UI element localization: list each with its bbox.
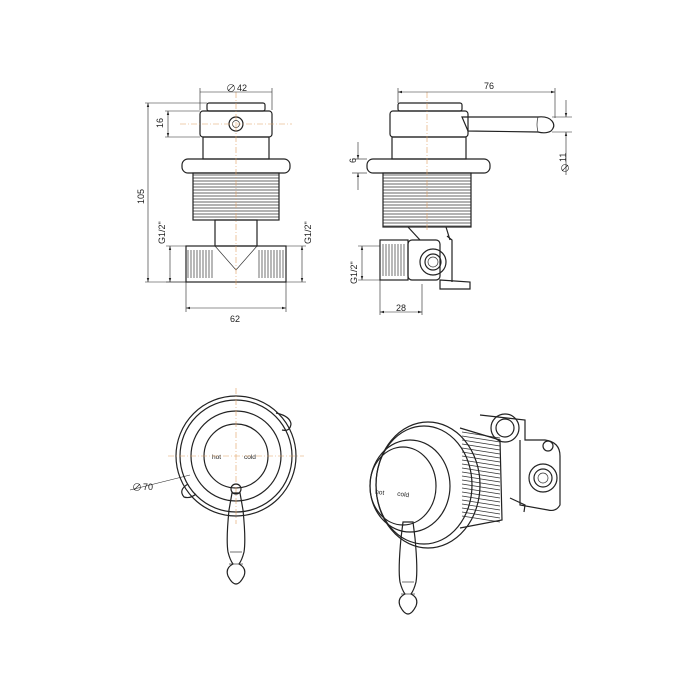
thread-line [461, 475, 501, 483]
thread-line [461, 435, 501, 443]
thread-line [461, 487, 501, 495]
front-elevation-view: 42 16 105 G1/2" G1/2" 62 [136, 83, 313, 324]
dim-cap-height: 16 [155, 118, 165, 128]
thread-line [461, 511, 501, 519]
dim-thread-side: G1/2" [349, 261, 359, 284]
dim-body-depth: 28 [396, 303, 406, 313]
dim-lever-diameter: 11 [558, 153, 568, 162]
thread-line [461, 499, 501, 507]
label-cold-front: cold [244, 454, 256, 461]
lever-front [226, 492, 246, 585]
label-hot-iso: hot [375, 489, 385, 497]
thread-line [461, 491, 501, 499]
thread-line [461, 447, 501, 455]
thread-line [461, 439, 501, 447]
thread-line [461, 467, 501, 475]
top-port [490, 413, 520, 443]
dim-flange-thickness: 6 [348, 158, 358, 163]
isometric-view: hot cold [369, 413, 561, 615]
dim-total-height: 105 [136, 189, 146, 204]
lever-side [461, 116, 555, 134]
side-port-iso [528, 463, 558, 493]
thread-line [461, 471, 501, 479]
side-elevation-view: 76 6 11 G1/2" 28 [348, 81, 572, 315]
side-port [419, 248, 447, 276]
thread-line [461, 479, 501, 487]
label-cold-iso: cold [397, 491, 410, 500]
thread-line [461, 463, 501, 471]
thread-line [461, 455, 501, 463]
dim-top-diameter: 42 [237, 83, 247, 93]
dim-thread-left: G1/2" [157, 221, 167, 244]
thread-line [461, 451, 501, 459]
lever-iso [398, 521, 418, 615]
front-plate-view: hot cold 70 [129, 388, 304, 585]
thread-line [461, 495, 501, 503]
thread-line [461, 503, 501, 511]
dim-lever-length: 76 [484, 81, 494, 91]
control-knob-iso [369, 446, 437, 526]
dim-body-width: 62 [230, 314, 240, 324]
dim-plate-diameter: 70 [143, 482, 153, 492]
thread-line [461, 431, 501, 439]
dim-thread-right: G1/2" [303, 221, 313, 244]
thread-line [461, 483, 501, 491]
label-hot-front: hot [212, 454, 221, 461]
